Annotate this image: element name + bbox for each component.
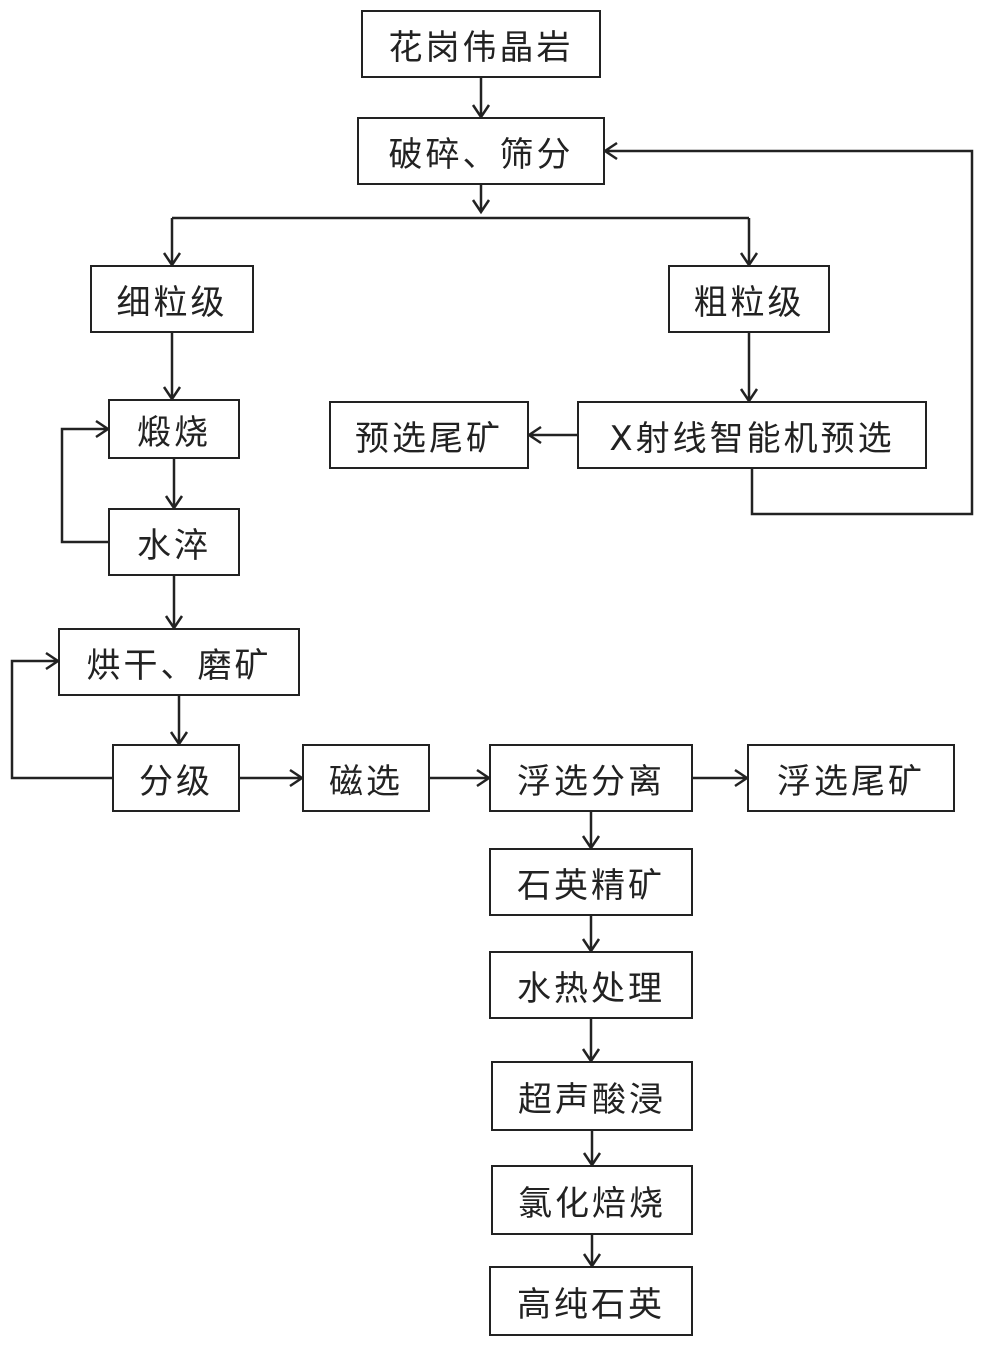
connector-arrow-quench-to-drygrind xyxy=(164,576,184,631)
node-label: 破碎、筛分 xyxy=(388,134,574,175)
node-label: 细粒级 xyxy=(116,282,228,323)
node-label: 水热处理 xyxy=(517,968,665,1009)
connector-arrow-classify-to-magnetic xyxy=(240,768,305,788)
node-label: 浮选尾矿 xyxy=(777,761,925,802)
connector-arrow-magnetic-to-flotation xyxy=(430,768,492,788)
connector-arrow-flotation-to-concentrate xyxy=(581,812,601,851)
connector-arrow-drygrind-to-classify xyxy=(169,696,189,747)
node-chlorination-roasting: 氯化焙烧 xyxy=(491,1165,693,1235)
node-quartz-concentrate: 石英精矿 xyxy=(489,848,693,916)
node-classification: 分级 xyxy=(112,744,240,812)
connector-arrow-quench-to-calcine xyxy=(60,419,111,544)
node-fine-fraction: 细粒级 xyxy=(90,265,254,333)
connector-arrow-hydro-to-ultrasonic xyxy=(581,1019,601,1064)
connector-arrow-flotation-to-flottail xyxy=(693,768,750,788)
connector-arrow-chlorination-to-product xyxy=(582,1235,602,1269)
connector-arrow-concentrate-to-hydro xyxy=(581,916,601,954)
connector-arrow-xray-to-pretail xyxy=(526,425,577,445)
node-label: X射线智能机预选 xyxy=(609,418,895,459)
node-water-quenching: 水淬 xyxy=(108,508,240,576)
node-calcination: 煅烧 xyxy=(108,399,240,459)
connector-arrow-crush-to-fine xyxy=(162,185,749,268)
node-flotation-tailings: 浮选尾矿 xyxy=(747,744,955,812)
node-preselection-tailings: 预选尾矿 xyxy=(329,401,529,469)
connector-arrow-crush-to-coarse xyxy=(739,218,759,268)
node-coarse-fraction: 粗粒级 xyxy=(668,265,830,333)
node-drying-grinding: 烘干、磨矿 xyxy=(58,628,300,696)
connector-arrow-ultrasonic-to-chlorination xyxy=(582,1131,602,1168)
node-label: 预选尾矿 xyxy=(355,418,503,459)
node-label: 粗粒级 xyxy=(693,282,805,323)
node-flotation-separation: 浮选分离 xyxy=(489,744,693,812)
node-label: 煅烧 xyxy=(137,412,211,453)
node-label: 磁选 xyxy=(329,761,403,802)
node-label: 烘干、磨矿 xyxy=(86,645,272,686)
connector-arrow-calcine-to-quench xyxy=(164,459,184,511)
node-label: 超声酸浸 xyxy=(518,1079,666,1120)
node-label: 氯化焙烧 xyxy=(518,1183,666,1224)
node-xray-preselection: X射线智能机预选 xyxy=(577,401,927,469)
node-label: 石英精矿 xyxy=(517,865,665,906)
node-label: 水淬 xyxy=(137,525,211,566)
node-high-purity-quartz: 高纯石英 xyxy=(489,1266,693,1336)
node-label: 花岗伟晶岩 xyxy=(388,27,574,68)
node-label: 高纯石英 xyxy=(517,1284,665,1325)
node-crushing-screening: 破碎、筛分 xyxy=(357,117,605,185)
connector-arrow-granite-to-crush xyxy=(471,78,491,120)
node-hydrothermal-treatment: 水热处理 xyxy=(489,951,693,1019)
node-magnetic-separation: 磁选 xyxy=(302,744,430,812)
node-granite-pegmatite: 花岗伟晶岩 xyxy=(361,10,601,78)
node-label: 分级 xyxy=(139,761,213,802)
connector-arrow-coarse-to-xray xyxy=(739,333,759,404)
connector-arrow-fine-to-calcine xyxy=(162,333,182,402)
node-label: 浮选分离 xyxy=(517,761,665,802)
node-ultrasonic-acid-leaching: 超声酸浸 xyxy=(491,1061,693,1131)
